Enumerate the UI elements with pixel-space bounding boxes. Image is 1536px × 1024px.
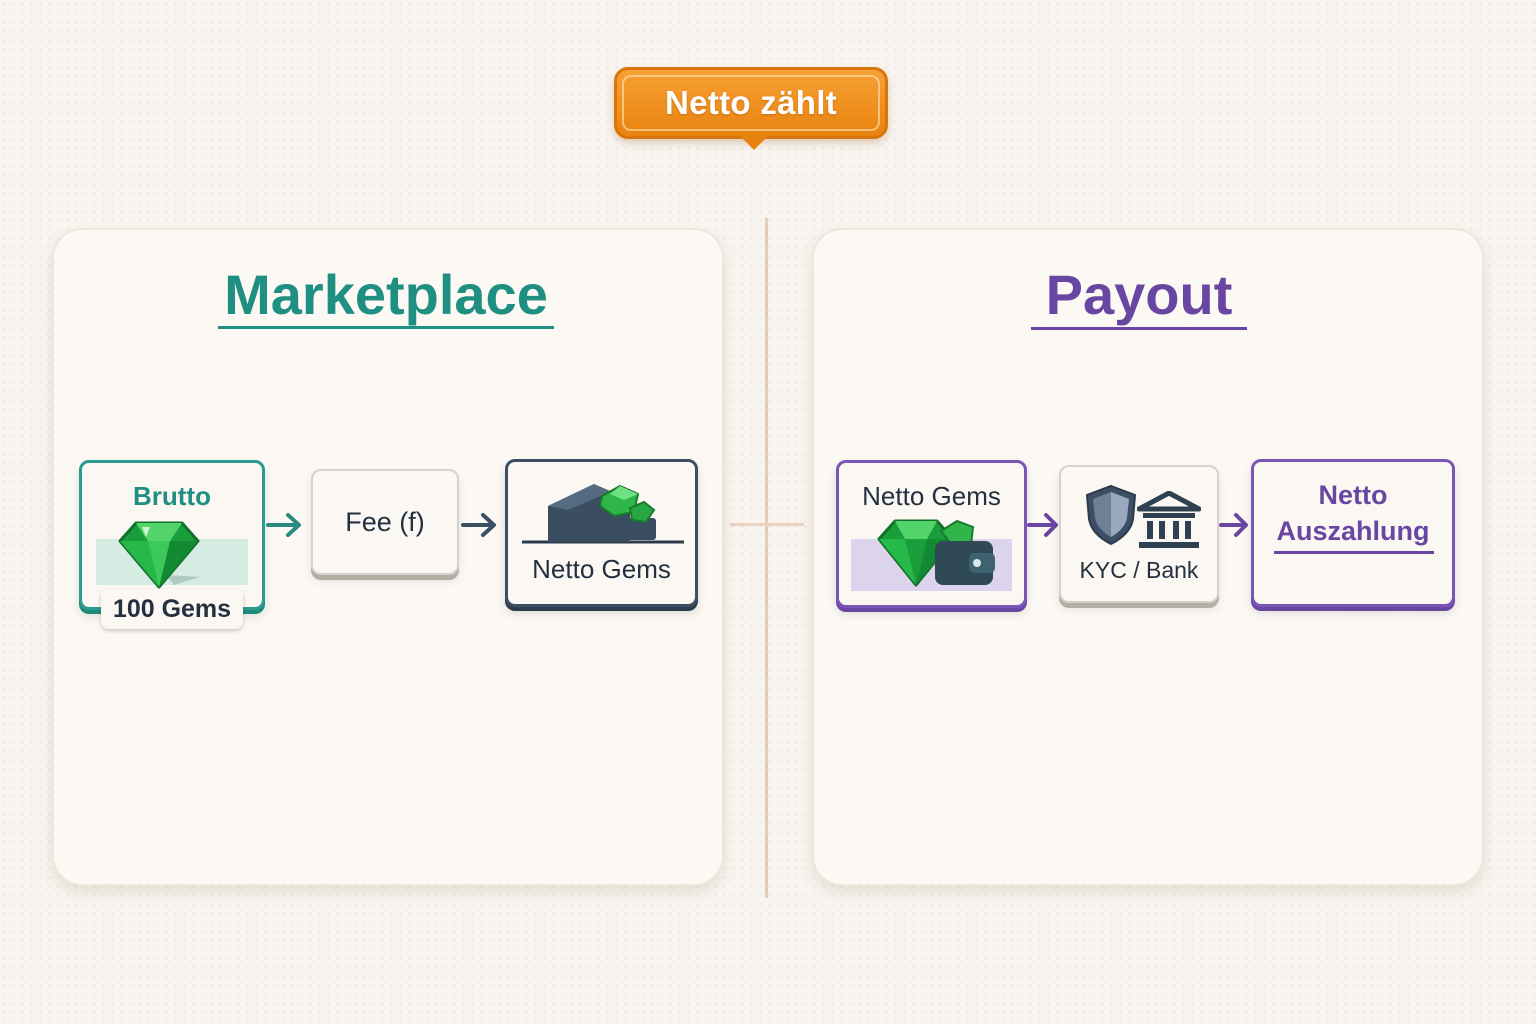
netto-auszahlung-card: Netto Auszahlung	[1251, 459, 1455, 607]
wallet-gems-icon	[520, 478, 686, 550]
auszahlung-underline	[1274, 551, 1434, 554]
fee-card: Fee (f)	[311, 469, 459, 575]
marketplace-title: Marketplace	[224, 263, 548, 326]
netto-gems-card: Netto Gems	[505, 459, 698, 607]
gem-wallet-icon	[875, 517, 999, 589]
bank-icon	[1137, 491, 1201, 551]
auszahlung-label-line2: Auszahlung	[1276, 516, 1430, 546]
netto-callout: Netto zählt	[614, 67, 888, 139]
arrow-kyc-to-auszahlung	[1219, 511, 1251, 539]
payout-title: Payout	[1045, 263, 1233, 326]
arrow-brutto-to-fee	[266, 511, 304, 539]
arrow-netto-to-kyc	[1027, 511, 1061, 539]
kyc-bank-label: KYC / Bank	[1079, 557, 1199, 583]
horizontal-connector	[730, 523, 804, 526]
netto-gems-label: Netto Gems	[532, 554, 671, 584]
shield-icon	[1083, 483, 1139, 547]
brutto-label: Brutto	[133, 481, 211, 511]
payout-title-underline	[1031, 327, 1247, 330]
payout-netto-gems-card: Netto Gems	[836, 460, 1027, 608]
callout-label: Netto zählt	[665, 84, 837, 121]
kyc-bank-card: KYC / Bank	[1059, 465, 1219, 603]
brutto-card: Brutto	[79, 460, 265, 610]
gem-icon	[116, 519, 202, 591]
payout-netto-gems-label: Netto Gems	[862, 481, 1001, 511]
callout-tail	[740, 136, 768, 150]
brutto-amount-badge: 100 Gems	[101, 589, 243, 629]
fee-label: Fee (f)	[345, 507, 425, 537]
vertical-divider	[765, 218, 768, 898]
auszahlung-label-line1: Netto	[1318, 480, 1388, 510]
arrow-fee-to-netto	[461, 511, 499, 539]
marketplace-title-underline	[218, 326, 554, 329]
